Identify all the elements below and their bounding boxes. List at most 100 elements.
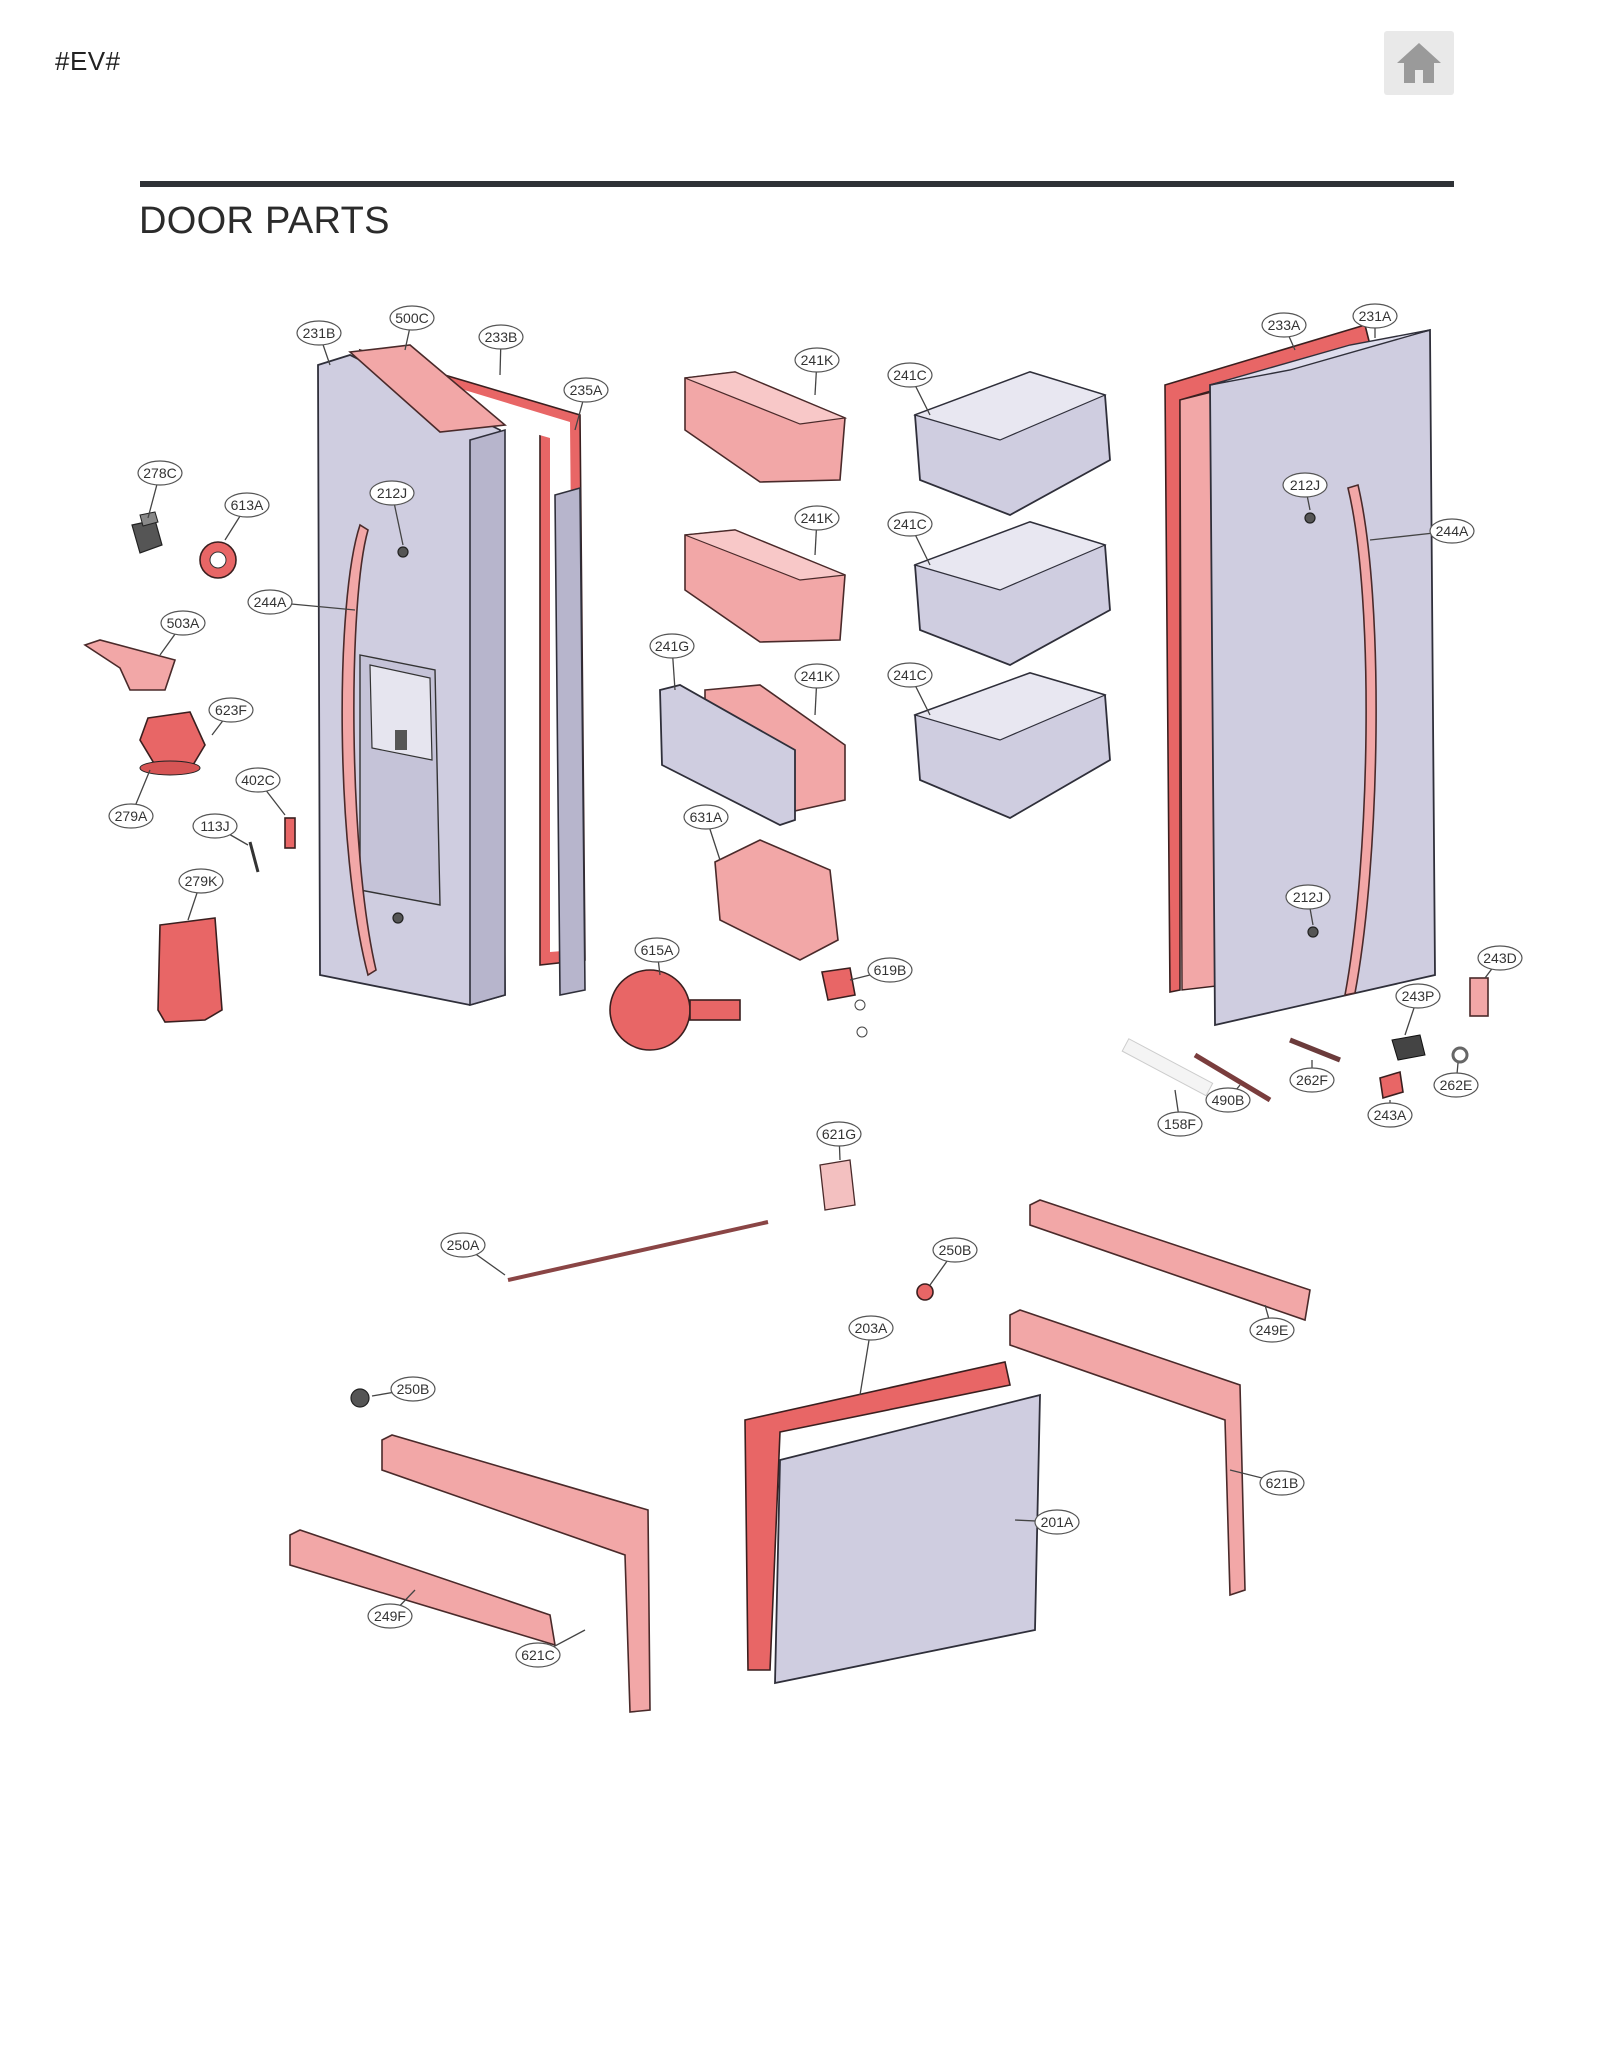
- callout-label: 244A: [254, 594, 287, 610]
- callout-262f: 262F: [1289, 1060, 1335, 1093]
- callout-bubble: [1259, 1470, 1305, 1496]
- bracket-621C: [381, 1434, 651, 1713]
- callout-label: 402C: [241, 772, 274, 788]
- callout-label: 231B: [303, 325, 336, 341]
- callout-243d: 243D: [1477, 945, 1523, 979]
- callout-label: 113J: [200, 818, 229, 834]
- callout-402c: 402C: [235, 767, 286, 816]
- callout-bubble: [1157, 1111, 1203, 1137]
- callout-label: 500C: [395, 310, 428, 326]
- callout-212j: 212J: [369, 480, 415, 546]
- callout-bubble: [296, 320, 342, 346]
- callout-bubble: [369, 480, 415, 506]
- right-door-handle: [1343, 483, 1377, 997]
- bin-241C-low: [913, 672, 1111, 820]
- callout-bubble: [160, 610, 206, 636]
- screw-212J-right-bottom: [1307, 926, 1319, 938]
- callout-label: 235A: [570, 382, 603, 398]
- part-631A: [714, 839, 839, 961]
- callout-label: 241G: [655, 638, 689, 654]
- callout-bubble: [478, 324, 524, 350]
- callout-label: 231A: [1359, 308, 1392, 324]
- callout-279a: 279A: [108, 769, 154, 829]
- callout-bubble: [1282, 472, 1328, 498]
- part-402C: [284, 817, 296, 849]
- callout-619b: 619B: [849, 957, 913, 983]
- callout-bubble: [794, 505, 840, 531]
- callout-249f: 249F: [367, 1589, 416, 1629]
- callout-bubble: [1289, 1067, 1335, 1093]
- document-code: #EV#: [55, 46, 121, 76]
- callout-212j: 212J: [1285, 884, 1331, 926]
- callout-label: 244A: [1436, 523, 1469, 539]
- part-490B: [1193, 1052, 1272, 1103]
- part-621G: [819, 1159, 856, 1211]
- callout-243p: 243P: [1395, 983, 1441, 1036]
- callout-bubble: [1285, 884, 1331, 910]
- callout-label: 241K: [801, 510, 834, 526]
- right-door-panel: [1209, 328, 1436, 1027]
- callout-bubble: [247, 589, 293, 615]
- part-262E: [1451, 1046, 1469, 1064]
- part-278C: [131, 511, 163, 554]
- callout-bubble: [1249, 1317, 1295, 1343]
- part-250B-lower: [350, 1388, 370, 1408]
- callout-label: 201A: [1041, 1514, 1074, 1530]
- home-icon: [1397, 43, 1441, 83]
- callout-label: 233B: [485, 329, 518, 345]
- callout-212j: 212J: [1282, 472, 1328, 511]
- callout-bubble: [1205, 1087, 1251, 1113]
- bracket-621B: [1009, 1309, 1246, 1597]
- callout-label: 262F: [1296, 1072, 1328, 1088]
- callout-bubble: [178, 868, 224, 894]
- part-613A: [199, 541, 237, 579]
- callout-bubble: [224, 492, 270, 518]
- callout-bubble: [794, 663, 840, 689]
- callout-bubble: [208, 697, 254, 723]
- callout-233b: 233B: [478, 324, 524, 376]
- callout-label: 250B: [397, 1381, 430, 1397]
- callout-label: 615A: [641, 942, 674, 958]
- callout-label: 631A: [690, 809, 723, 825]
- callout-bubble: [108, 803, 154, 829]
- callout-label: 243D: [1483, 950, 1516, 966]
- callout-bubble: [1395, 983, 1441, 1009]
- callout-bubble: [1352, 303, 1398, 329]
- callout-bubble: [235, 767, 281, 793]
- callout-241k: 241K: [794, 505, 840, 556]
- callout-label: 621B: [1266, 1475, 1299, 1491]
- callout-231b: 231B: [296, 320, 342, 366]
- callout-bubble: [137, 460, 183, 486]
- gasket-203A: [744, 1361, 1011, 1671]
- callout-621g: 621G: [816, 1121, 862, 1161]
- callout-bubble: [192, 813, 238, 839]
- callout-bubble: [563, 377, 609, 403]
- callout-label: 243A: [1374, 1107, 1407, 1123]
- callout-label: 212J: [377, 485, 407, 501]
- callout-278c: 278C: [137, 460, 183, 519]
- callout-bubble: [440, 1232, 486, 1258]
- callout-label: 158F: [1164, 1116, 1196, 1132]
- left-door-frame-strip: [554, 486, 586, 996]
- callout-label: 241C: [893, 516, 926, 532]
- part-279A: [139, 711, 206, 776]
- home-button[interactable]: [1384, 31, 1454, 95]
- drawer-front-201A: [774, 1393, 1041, 1685]
- callout-262e: 262E: [1433, 1062, 1479, 1098]
- callout-bubble: [887, 511, 933, 537]
- callout-label: 203A: [855, 1320, 888, 1336]
- screw-lower-left: [392, 912, 404, 924]
- callout-250b: 250B: [929, 1237, 978, 1286]
- callout-241c: 241C: [887, 362, 933, 416]
- callout-250b: 250B: [371, 1376, 436, 1402]
- callout-158f: 158F: [1157, 1089, 1203, 1137]
- callout-490b: 490B: [1205, 1084, 1251, 1113]
- callout-label: 250A: [447, 1237, 480, 1253]
- callout-bubble: [932, 1237, 978, 1263]
- callout-503a: 503A: [159, 610, 206, 656]
- callout-bubble: [1429, 518, 1475, 544]
- callout-label: 241K: [801, 352, 834, 368]
- callout-241c: 241C: [887, 662, 933, 716]
- part-615A: [609, 969, 741, 1051]
